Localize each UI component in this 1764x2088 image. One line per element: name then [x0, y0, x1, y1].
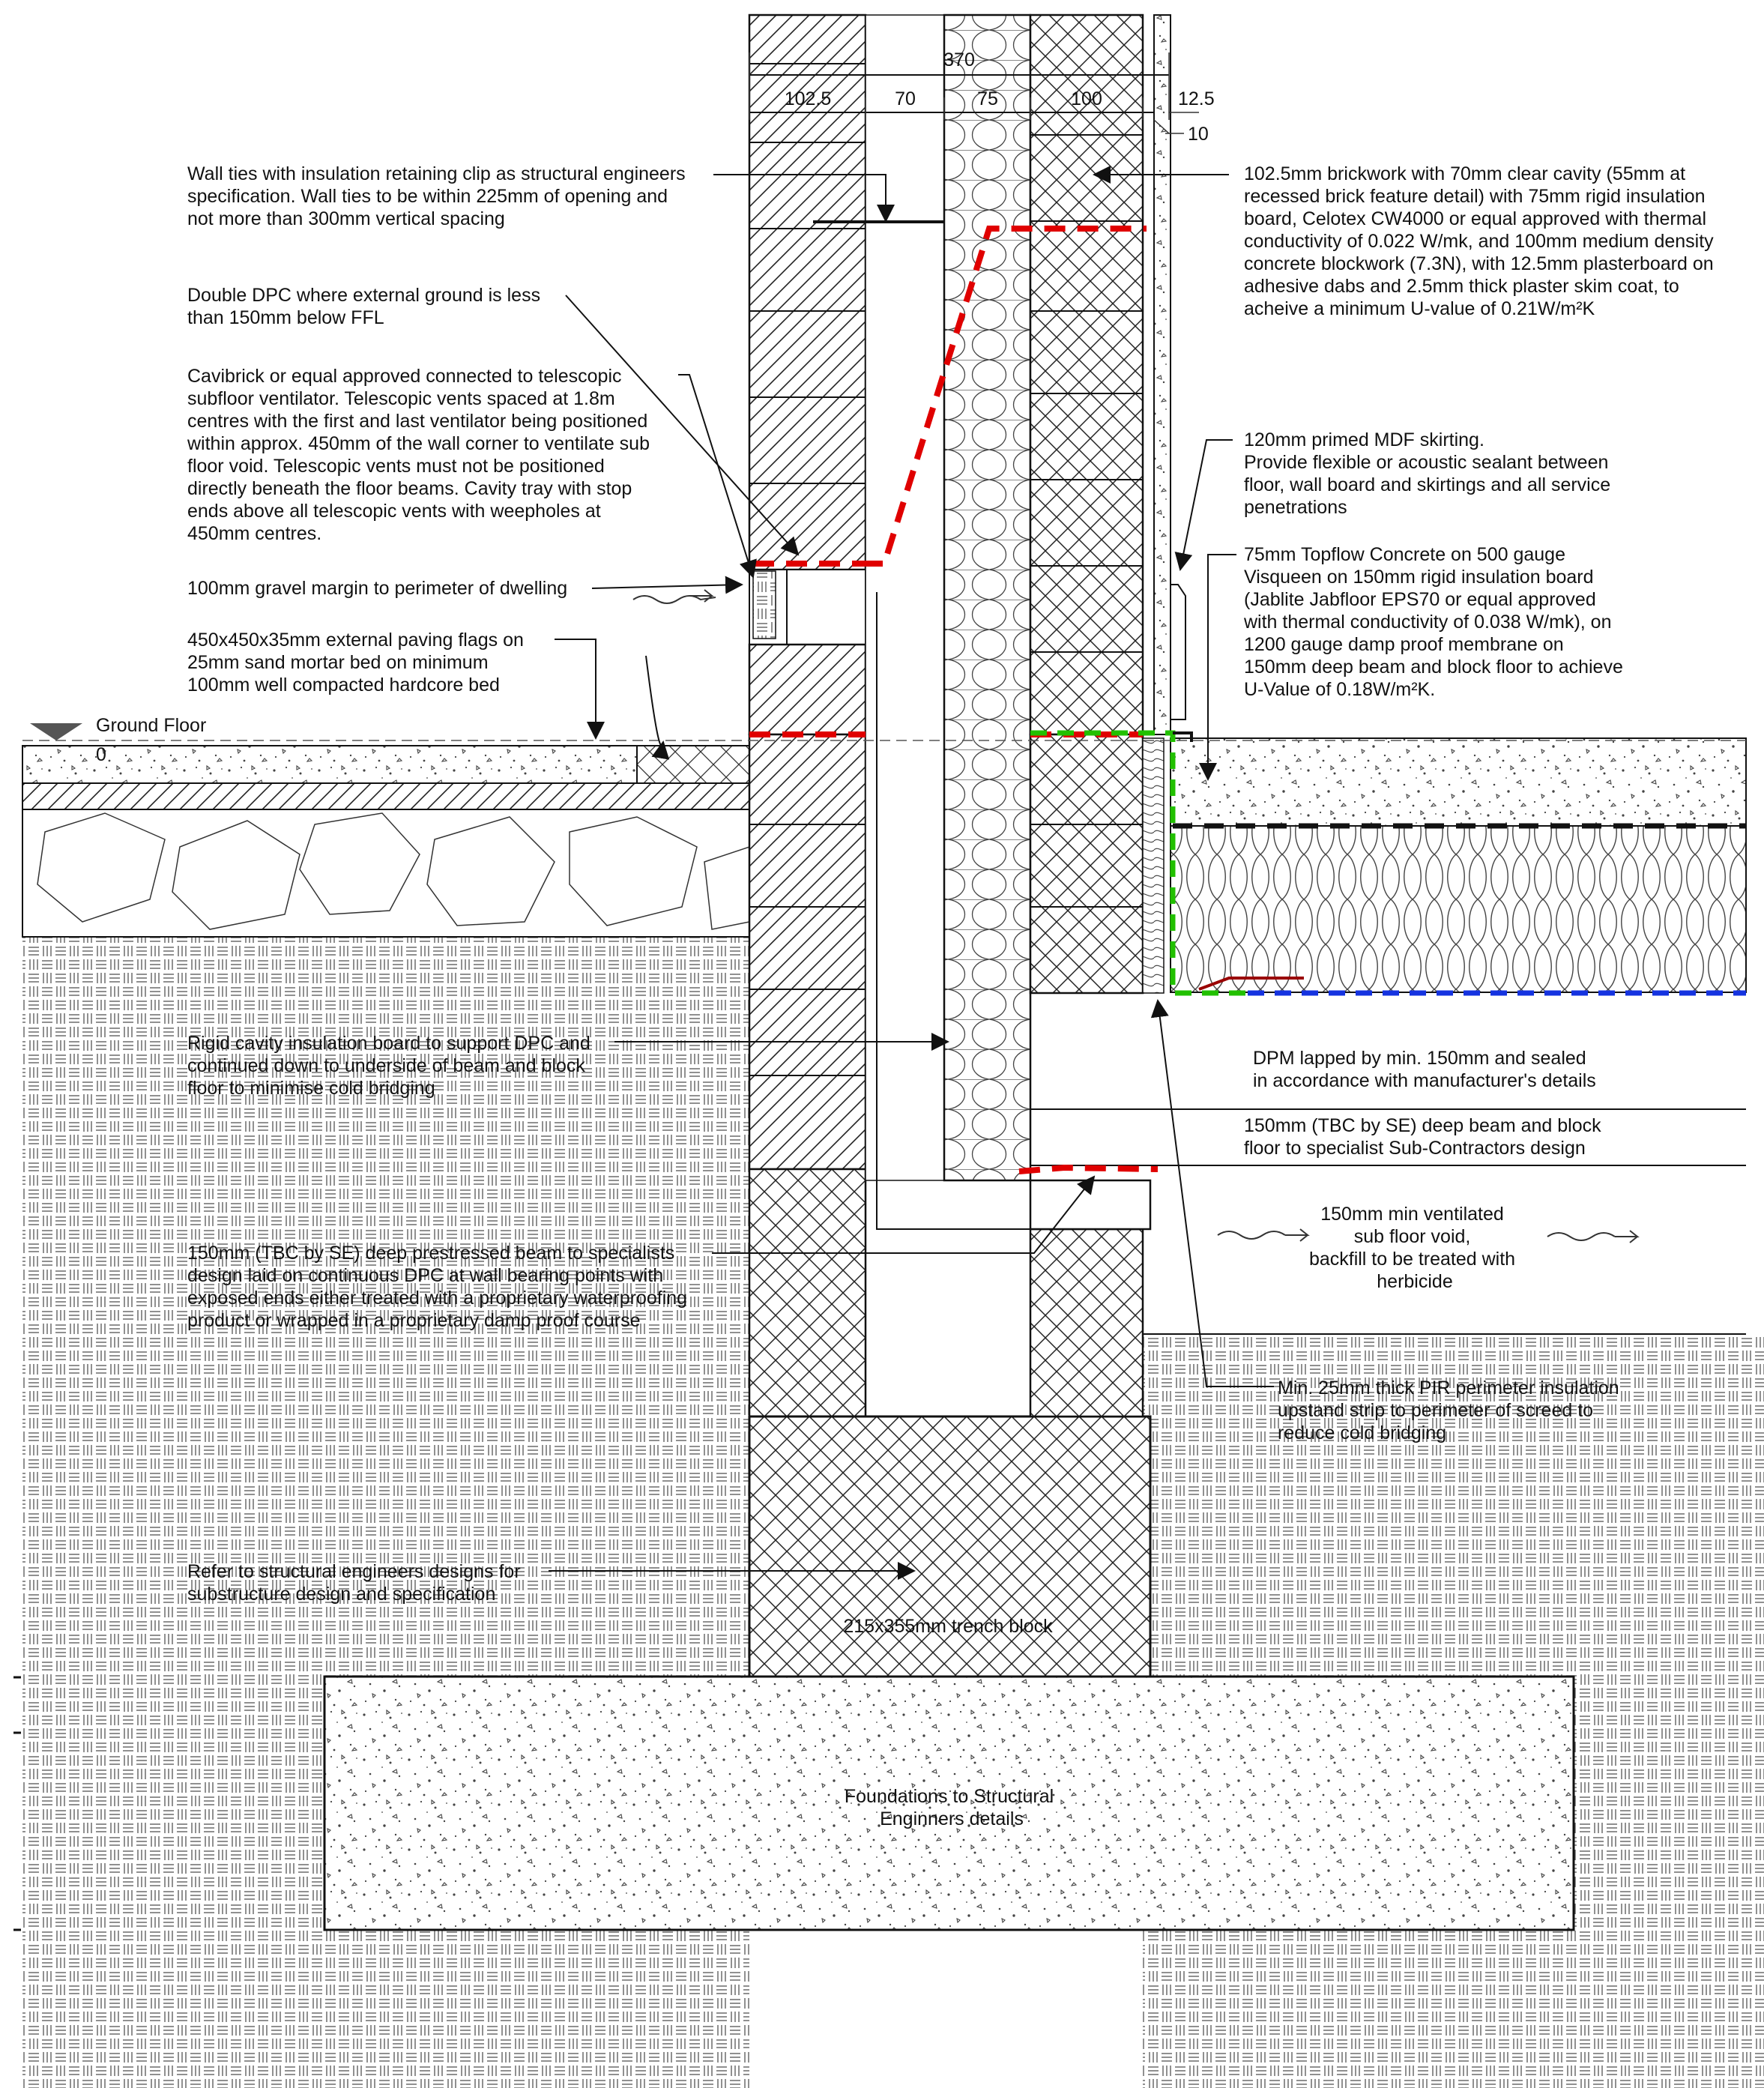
note-wall-ties: Wall ties with insulation retaining clip… [187, 163, 691, 229]
note-refer: Refer to structural engineers designs fo… [187, 1561, 526, 1605]
inner-block-leaf [1029, 13, 1144, 995]
dim-insulation: 75 [977, 88, 998, 109]
cavity-tray [753, 226, 1147, 567]
external-ground [22, 745, 750, 938]
trench-block [748, 1415, 1152, 1678]
cavity-tray-vent [752, 570, 776, 639]
dpm-lap [1198, 977, 1304, 991]
cavity-insulation [943, 13, 1032, 1182]
perimeter-insulation-line [1030, 730, 1259, 996]
trench-block-outer [748, 1168, 867, 1418]
note-skirting: 120mm primed MDF skirting. Provide flexi… [1244, 429, 1616, 518]
airflow-arrow-icon [632, 589, 716, 604]
cavity-return-line [876, 592, 1034, 1230]
note-rigid-cavity: Rigid cavity insulation board to support… [187, 1033, 596, 1099]
note-dpm-lap: DPM lapped by min. 150mm and sealed in a… [1253, 1048, 1596, 1091]
topflow-screed [1170, 737, 1747, 827]
level-name: Ground Floor [96, 715, 206, 736]
dim-plasterboard: 12.5 [1178, 88, 1215, 109]
floor-edge-angle [1173, 731, 1193, 742]
trench-block-inner [1029, 1228, 1144, 1418]
dpc-trench [1018, 1164, 1159, 1174]
level-marker-icon [30, 723, 82, 740]
airflow-icons [632, 589, 1640, 1243]
note-trench-block: 215x355mm trench block [843, 1616, 1053, 1637]
plasterboard [1153, 14, 1171, 735]
airflow-arrow-icon [1547, 1230, 1640, 1243]
note-wall-build: 102.5mm brickwork with 70mm clear cavity… [1244, 163, 1719, 319]
ground-floor-level: Ground Floor 0 [22, 715, 1746, 765]
dim-cavity: 70 [895, 88, 916, 109]
note-foundations: Foundations to Structural Enginners deta… [845, 1786, 1059, 1829]
dim-overall: 370 [943, 49, 975, 70]
mdf-skirting [1170, 584, 1186, 720]
outer-brick-leaf [748, 13, 867, 1171]
airflow-arrow-icon [1217, 1228, 1310, 1242]
foundation-concrete [323, 1675, 1575, 1931]
note-cavibrick: Cavibrick or equal approved connected to… [187, 366, 655, 544]
edge-ticks [13, 1676, 21, 1931]
pir-upstand [1142, 737, 1165, 994]
gravel-leader [645, 655, 670, 760]
leaders [549, 166, 1274, 1580]
note-beam-block: 150mm (TBC by SE) deep beam and block fl… [1244, 1115, 1607, 1159]
note-void: 150mm min ventilated sub floor void, bac… [1309, 1204, 1520, 1292]
dim-skim: 10 [1188, 124, 1209, 145]
dimensions: 370 102.5 70 75 100 12.5 10 [749, 49, 1215, 145]
note-pir: Min. 25mm thick PIR perimeter insulation… [1278, 1378, 1625, 1443]
dim-brick: 102.5 [785, 88, 832, 109]
level-value: 0 [96, 744, 106, 765]
note-beam: 150mm (TBC by SE) deep prestressed beam … [187, 1243, 692, 1331]
beam-block-floor [1030, 1108, 1746, 1335]
gravel-margin [636, 745, 750, 784]
note-floor-build: 75mm Topflow Concrete on 500 gauge Visqu… [1243, 544, 1628, 700]
note-gravel: 100mm gravel margin to perimeter of dwel… [187, 578, 567, 599]
prestressed-beam [1029, 1179, 1152, 1231]
floor-insulation [1170, 825, 1747, 993]
note-paving: 450x450x35mm external paving flags on 25… [187, 630, 529, 696]
note-double-dpc: Double DPC where external ground is less… [187, 285, 546, 328]
paving-flags [22, 782, 750, 810]
dim-block: 100 [1071, 88, 1102, 109]
